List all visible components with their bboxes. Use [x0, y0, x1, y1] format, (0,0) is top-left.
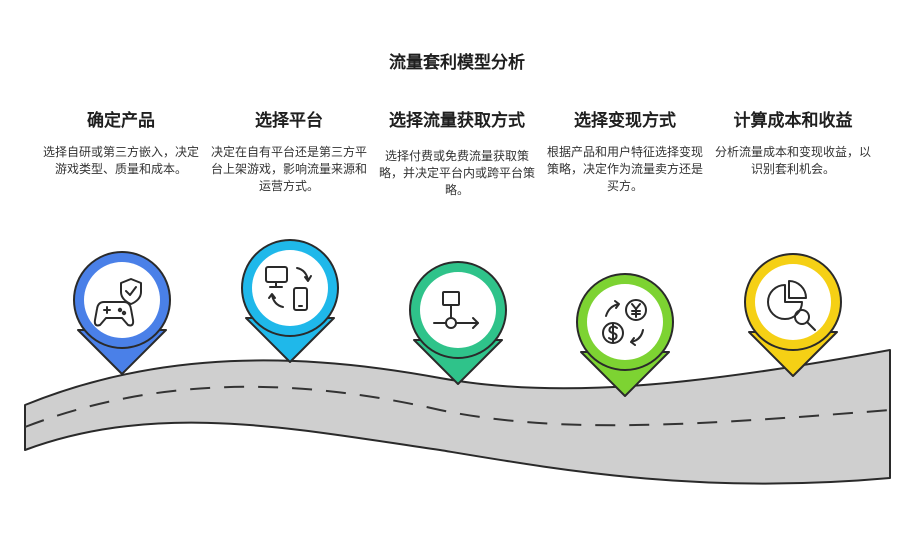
- map-pin-4: [576, 273, 674, 397]
- step-heading: 选择变现方式: [574, 111, 676, 131]
- map-pin-2: [241, 239, 339, 363]
- road: [24, 349, 891, 485]
- step-description: 选择付费或免费流量获取策略，并决定平台内或跨平台策略。: [378, 149, 535, 197]
- step-heading: 计算成本和收益: [733, 111, 853, 131]
- flowchart-icon: [433, 291, 479, 329]
- map-pin-3: [409, 261, 507, 385]
- step-1: 确定产品 选择自研或第三方嵌入，决定游戏类型、质量和成本。: [38, 110, 204, 178]
- map-pin-5: [744, 253, 842, 377]
- step-description: 根据产品和用户特征选择变现策略，决定作为流量卖方还是买方。: [546, 145, 703, 193]
- step-4: 选择变现方式 根据产品和用户特征选择变现策略，决定作为流量卖方还是买方。: [542, 110, 708, 195]
- step-description: 决定在自有平台还是第三方平台上架游戏，影响流量来源和运营方式。: [210, 145, 367, 193]
- gamepad-shield-icon: [93, 278, 142, 327]
- devices-sync-icon: [265, 266, 312, 311]
- step-3: 选择流量获取方式 选择付费或免费流量获取策略，并决定平台内或跨平台策略。: [374, 110, 540, 199]
- chart-analysis-icon: [767, 280, 816, 331]
- step-heading: 选择流量获取方式: [389, 111, 525, 131]
- diagram-title: 流量套利模型分析: [389, 53, 525, 73]
- currency-exchange-icon: [602, 299, 647, 346]
- map-pin-1: [73, 251, 171, 375]
- step-description: 选择自研或第三方嵌入，决定游戏类型、质量和成本。: [42, 145, 199, 176]
- step-2: 选择平台 决定在自有平台还是第三方平台上架游戏，影响流量来源和运营方式。: [206, 110, 372, 195]
- step-5: 计算成本和收益 分析流量成本和变现收益，以识别套利机会。: [710, 110, 876, 178]
- step-description: 分析流量成本和变现收益，以识别套利机会。: [714, 145, 871, 176]
- step-heading: 确定产品: [87, 111, 155, 131]
- road-center-line: [24, 385, 891, 428]
- step-heading: 选择平台: [255, 111, 323, 131]
